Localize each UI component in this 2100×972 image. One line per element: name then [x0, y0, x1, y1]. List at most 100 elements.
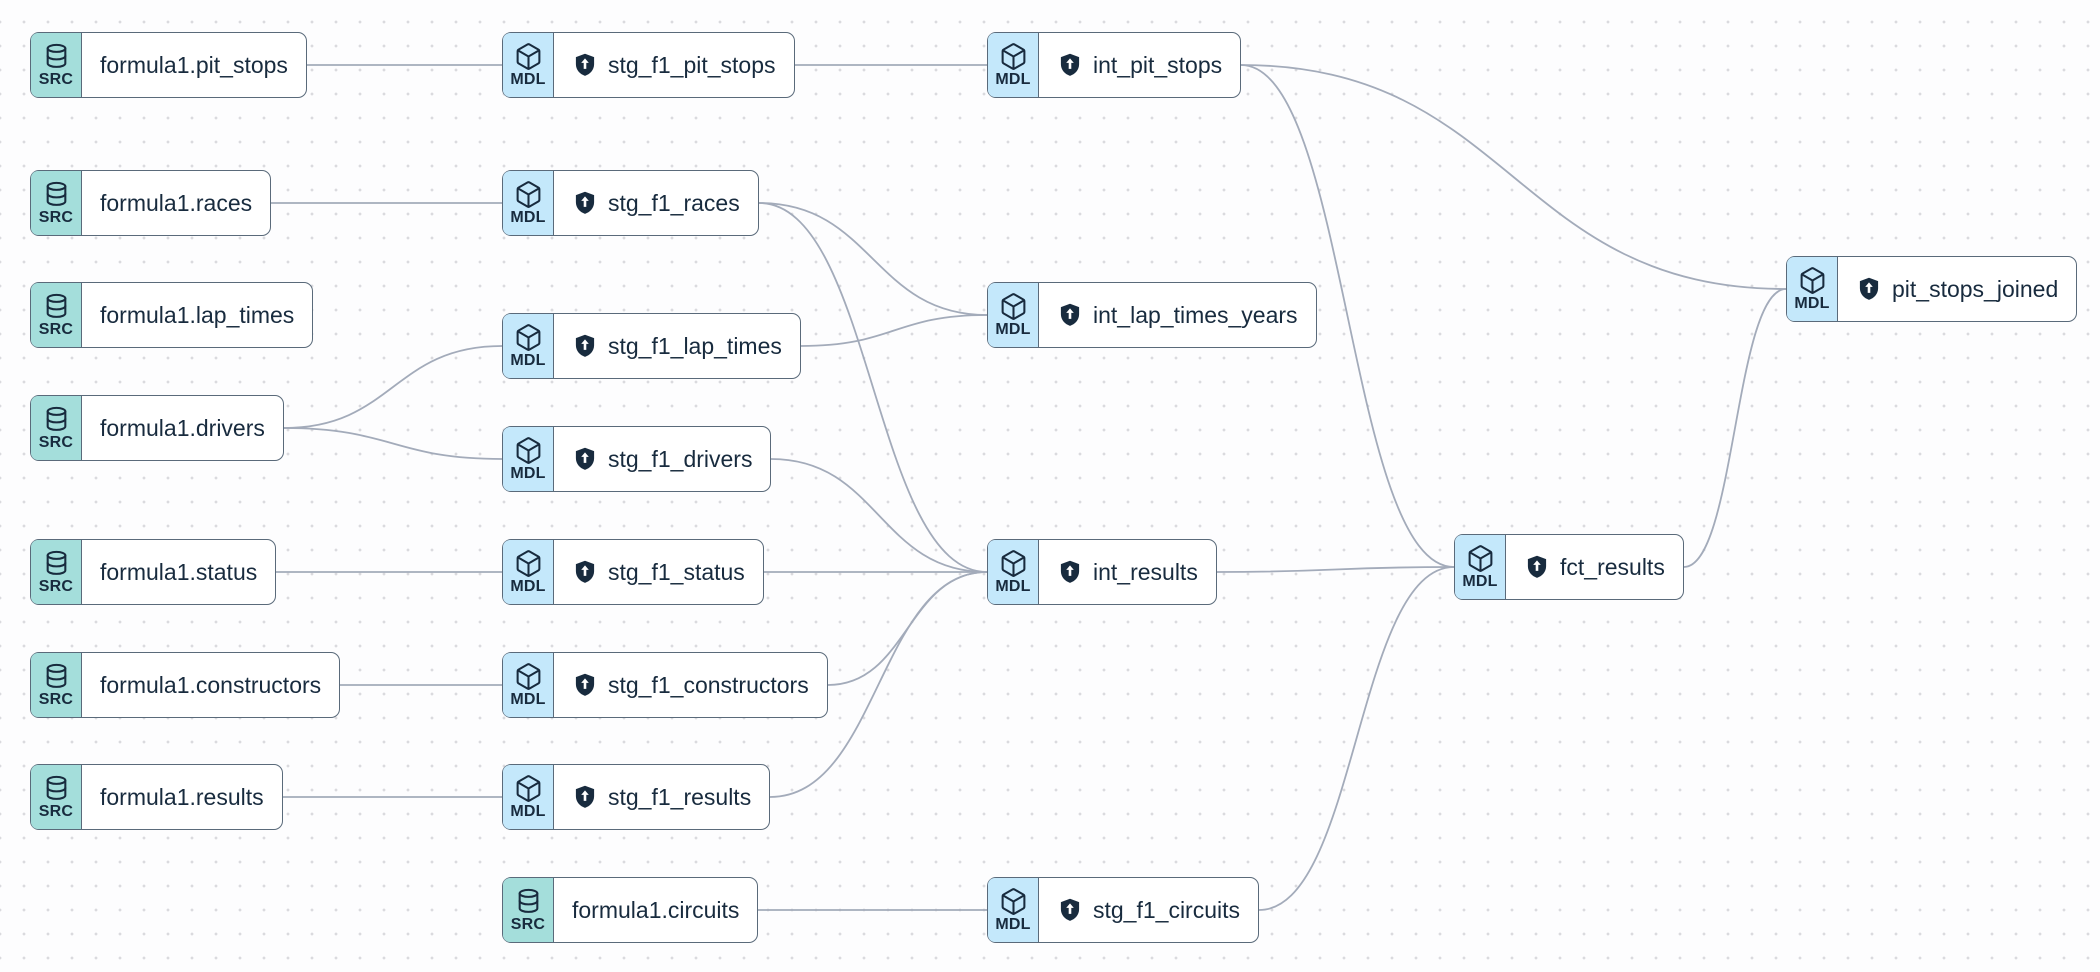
edge-int_pit_stops-to-pit_stops_joined [1240, 64, 1787, 290]
node-label: formula1.races [100, 189, 253, 216]
node-name: formula1.races [82, 171, 270, 235]
node-label: formula1.results [100, 783, 264, 810]
model-cube-icon [516, 436, 540, 464]
node-label: stg_f1_drivers [608, 445, 753, 472]
model-type-badge: MDL [503, 33, 554, 97]
node-label: int_pit_stops [1093, 51, 1223, 78]
node-label: stg_f1_circuits [1093, 896, 1241, 923]
node-stg_f1_pit_stops[interactable]: MDL stg_f1_pit_stops [502, 32, 795, 98]
node-name: int_lap_times_years [1039, 283, 1316, 347]
model-type-badge: MDL [988, 283, 1039, 347]
model-cube-icon [1001, 292, 1025, 320]
model-cube-icon [516, 549, 540, 577]
node-formula1_lap_times[interactable]: SRC formula1.lap_times [30, 282, 314, 348]
node-name: stg_f1_circuits [1039, 878, 1258, 942]
node-int_results[interactable]: MDL int_results [987, 539, 1217, 605]
source-type-badge: SRC [31, 33, 82, 97]
type-badge-label: SRC [38, 70, 74, 88]
node-name: int_results [1039, 540, 1216, 604]
shield-icon [575, 560, 595, 583]
node-stg_f1_status[interactable]: MDL stg_f1_status [502, 539, 764, 605]
model-type-badge: MDL [503, 765, 554, 829]
type-badge-label: SRC [38, 433, 74, 451]
shield-icon [575, 53, 595, 76]
node-label: formula1.circuits [572, 896, 740, 923]
edge-int_results-to-fct_results [1216, 566, 1455, 573]
node-formula1_drivers[interactable]: SRC formula1.drivers [30, 395, 284, 461]
edge-stg_f1_lap_times-to-int_lap_times_years [800, 314, 988, 347]
type-badge-label: MDL [510, 70, 546, 88]
node-name: formula1.lap_times [82, 283, 312, 347]
model-cube-icon [516, 323, 540, 351]
database-icon [46, 181, 66, 206]
node-int_pit_stops[interactable]: MDL int_pit_stops [987, 32, 1242, 98]
type-badge-label: MDL [995, 577, 1031, 595]
node-stg_f1_results[interactable]: MDL stg_f1_results [502, 764, 771, 830]
model-type-badge: MDL [988, 540, 1039, 604]
node-stg_f1_drivers[interactable]: MDL stg_f1_drivers [502, 426, 772, 492]
node-name: stg_f1_status [554, 540, 763, 604]
node-formula1_status[interactable]: SRC formula1.status [30, 539, 277, 605]
node-name: stg_f1_results [554, 765, 769, 829]
node-formula1_races[interactable]: SRC formula1.races [30, 170, 272, 236]
node-label: formula1.lap_times [100, 301, 295, 328]
type-badge-label: SRC [38, 577, 74, 595]
model-type-badge: MDL [1787, 257, 1838, 321]
node-name: formula1.drivers [82, 396, 283, 460]
shield-icon [1060, 303, 1080, 326]
source-type-badge: SRC [31, 540, 82, 604]
shield-icon [1060, 898, 1080, 921]
source-type-badge: SRC [31, 171, 82, 235]
model-cube-icon [1001, 549, 1025, 577]
node-pit_stops_joined[interactable]: MDL pit_stops_joined [1786, 256, 2078, 322]
node-label: formula1.status [100, 558, 258, 585]
node-formula1_circuits[interactable]: SRC formula1.circuits [502, 877, 759, 943]
type-badge-label: MDL [995, 915, 1031, 933]
node-label: int_results [1093, 558, 1198, 585]
shield-icon [575, 673, 595, 696]
database-icon [46, 406, 66, 431]
edge-formula1_drivers-to-stg_f1_lap_times [283, 345, 503, 429]
model-cube-icon [1468, 544, 1492, 572]
model-type-badge: MDL [1455, 535, 1506, 599]
shield-icon [1527, 555, 1547, 578]
type-badge-label: MDL [510, 351, 546, 369]
type-badge-label: MDL [510, 464, 546, 482]
model-type-badge: MDL [503, 653, 554, 717]
model-cube-icon [1800, 266, 1824, 294]
edge-fct_results-to-pit_stops_joined [1683, 288, 1787, 568]
type-badge-label: MDL [995, 70, 1031, 88]
type-badge-label: SRC [38, 320, 74, 338]
node-label: pit_stops_joined [1892, 275, 2059, 302]
node-label: formula1.drivers [100, 414, 265, 441]
node-name: stg_f1_pit_stops [554, 33, 794, 97]
shield-icon [575, 785, 595, 808]
node-name: fct_results [1506, 535, 1683, 599]
database-icon [46, 775, 66, 800]
shield-icon [1859, 277, 1879, 300]
edge-stg_f1_drivers-to-int_results [770, 458, 988, 573]
edge-stg_f1_constructors-to-int_results [827, 571, 988, 686]
model-cube-icon [1001, 42, 1025, 70]
node-stg_f1_circuits[interactable]: MDL stg_f1_circuits [987, 877, 1260, 943]
node-label: stg_f1_status [608, 558, 745, 585]
model-type-badge: MDL [988, 878, 1039, 942]
source-type-badge: SRC [503, 878, 554, 942]
edge-stg_f1_races-to-int_lap_times_years [758, 202, 988, 316]
type-badge-label: MDL [1794, 294, 1830, 312]
model-type-badge: MDL [503, 540, 554, 604]
source-type-badge: SRC [31, 396, 82, 460]
node-name: formula1.results [82, 765, 282, 829]
node-label: stg_f1_results [608, 783, 752, 810]
shield-icon [575, 334, 595, 357]
